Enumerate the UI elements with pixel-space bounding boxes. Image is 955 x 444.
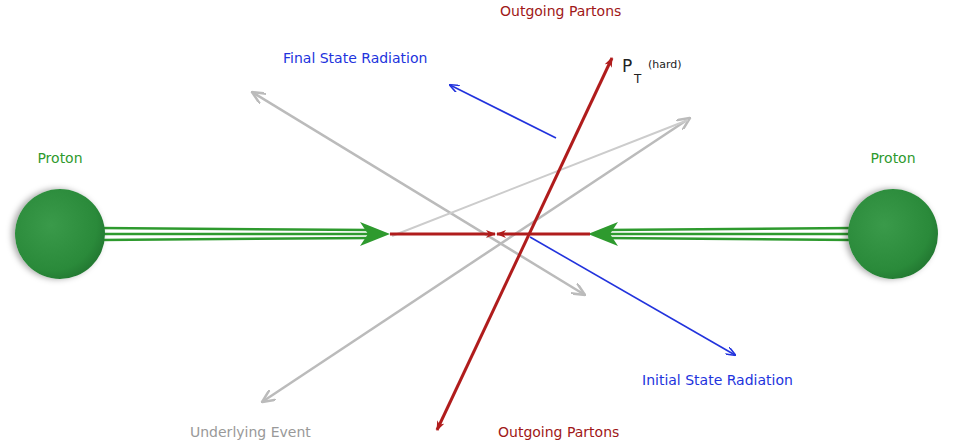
radiation-label: Final State Radiation — [283, 50, 427, 67]
proton-node: Proton — [838, 150, 948, 283]
momentum-subscript: T — [634, 72, 641, 86]
beam-arrowhead — [360, 222, 390, 246]
momentum-symbol: P — [622, 56, 632, 76]
parton-label: Outgoing Partons — [500, 3, 621, 20]
radiation-lines — [450, 85, 735, 355]
underlying-event-label: Underlying Event — [190, 424, 311, 441]
momentum-note: (hard) — [648, 58, 682, 71]
beam-arrowhead — [588, 222, 618, 246]
parton-lines — [390, 58, 612, 430]
proton-label: Proton — [838, 150, 948, 167]
proton-circle — [15, 189, 105, 279]
proton-label: Proton — [5, 150, 115, 167]
parton-label: Outgoing Partons — [498, 424, 619, 441]
proton-beams — [100, 228, 853, 240]
proton-node: Proton — [5, 150, 115, 283]
proton-circle — [848, 189, 938, 279]
radiation-label: Initial State Radiation — [642, 372, 793, 389]
